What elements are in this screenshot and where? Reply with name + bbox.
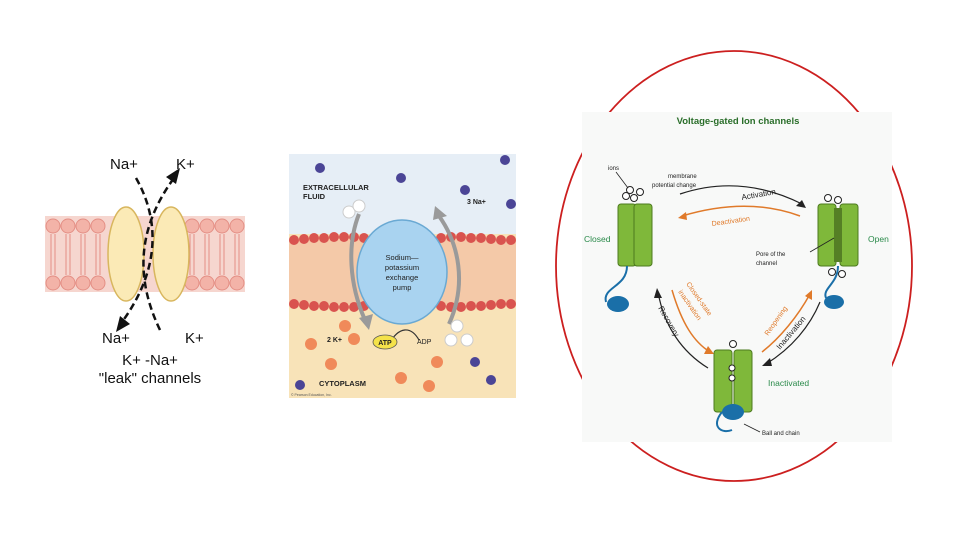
pump-label-3: exchange — [386, 273, 419, 282]
closed-state-arrow — [671, 289, 711, 353]
pump-protein — [356, 219, 448, 325]
potassium-ions — [305, 320, 443, 392]
leak-title-line1: K+ -Na+ — [122, 352, 178, 369]
k-in-arrow — [349, 213, 367, 321]
ghost-ions — [342, 199, 474, 347]
closed-label: Closed — [584, 234, 611, 244]
phospholipid-heads-top — [45, 218, 245, 234]
closed-channel — [604, 186, 653, 312]
adp-label: ADP — [417, 339, 432, 346]
pump-label-4: pump — [393, 283, 412, 292]
voltage-gated-figure: Voltage-gated Ion channels ions membrane… — [582, 112, 892, 442]
inactivated-channel — [713, 340, 753, 432]
open-channel — [817, 194, 859, 309]
na-count-label: 3 Na+ — [467, 199, 486, 206]
recovery-arrow — [657, 291, 709, 369]
recovery-arrow-head — [654, 288, 662, 298]
leak-title-line2: "leak" channels — [98, 370, 202, 387]
inactivation-arrow — [765, 301, 821, 365]
k-in-arrow-head — [359, 314, 373, 330]
credit-label: © Pearson Education, Inc. — [291, 393, 332, 397]
leak-channel-figure: Na+ K+ Na+ K+ — [40, 150, 260, 390]
pore-label-2: channel — [756, 261, 777, 267]
leak-channel-protein-right — [152, 206, 190, 302]
closed-state-arrow-head — [704, 346, 714, 354]
na-out-arrow — [437, 214, 461, 325]
membrane-label-1: membrane — [668, 174, 697, 180]
ions-pointer — [615, 171, 629, 189]
phospholipid-tails — [50, 234, 240, 275]
extracellular-label: EXTRACELLULAR — [303, 183, 369, 192]
activation-arrow-head — [796, 200, 806, 208]
na-out-arrow-head — [433, 206, 447, 220]
inactivation-arrow-head — [762, 358, 772, 366]
inactivated-label: Inactivated — [768, 378, 809, 388]
na-arrow-head — [116, 316, 130, 332]
ions-label: ions — [608, 166, 619, 172]
pore-pointer — [809, 237, 835, 253]
vg-title: Voltage-gated Ion channels — [677, 116, 800, 127]
fluid-label: FLUID — [303, 192, 326, 201]
na-top-label: Na+ — [110, 156, 138, 173]
reopening-arrow — [761, 293, 811, 353]
membrane-label-2: potential change — [652, 183, 697, 189]
k-bottom-label: K+ — [185, 330, 204, 347]
k-flow-arrow — [142, 177, 176, 331]
reopening-arrow-head — [805, 290, 812, 300]
cytoplasm-label: CYTOPLASM — [319, 379, 366, 388]
na-flow-arrow — [120, 177, 154, 323]
deactivation-arrow-head — [678, 212, 687, 220]
pore-label-1: Pore of the — [756, 252, 786, 258]
activation-arrow — [679, 185, 803, 205]
voltage-gated-diagram: Voltage-gated Ion channels ions membrane… — [582, 112, 892, 442]
na-bottom-label: Na+ — [102, 330, 130, 347]
ball-chain-pointer — [743, 423, 761, 433]
deactivation-arrow — [681, 205, 801, 217]
phospholipid-heads-bottom — [45, 275, 245, 291]
k-top-label: K+ — [176, 156, 195, 173]
sodium-ions — [295, 155, 516, 390]
membrane-heads — [289, 232, 516, 312]
pump-figure: EXTRACELLULAR FLUID 3 Na+ Sodium— potass… — [289, 154, 516, 398]
pump-label-1: Sodium— — [386, 253, 419, 262]
pump-diagram: EXTRACELLULAR FLUID 3 Na+ Sodium— potass… — [289, 154, 516, 398]
atp-label: ATP — [378, 340, 392, 347]
leak-channel-diagram — [45, 168, 245, 332]
k-count-label: 2 K+ — [327, 337, 342, 344]
atp-badge — [372, 334, 398, 350]
pump-label-2: potassium — [385, 263, 419, 272]
ball-chain-label: Ball and chain — [762, 431, 800, 437]
k-arrow-head — [166, 168, 180, 184]
open-label: Open — [868, 234, 889, 244]
